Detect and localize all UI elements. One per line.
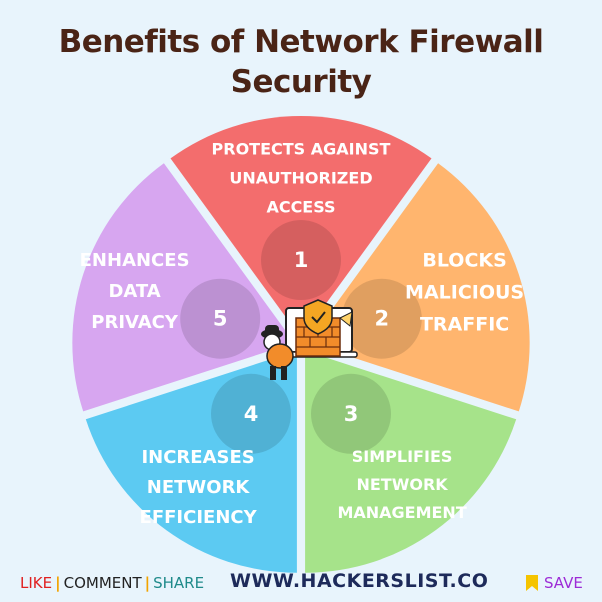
segment-2-label-line: MALICIOUS — [405, 282, 524, 304]
segment-2-label-line: BLOCKS — [422, 250, 506, 272]
segment-number-1: 1 — [294, 248, 309, 272]
segment-4 — [85, 350, 297, 573]
separator: | — [144, 574, 151, 592]
title-line-1: Benefits of Network Firewall — [58, 24, 544, 60]
number-circle-1 — [261, 220, 341, 300]
segment-labels: 1 PROTECTS AGAINST UNAUTHORIZED ACCESS 2 BLOC… — [80, 140, 524, 528]
segment-4-label-line: INCREASES — [141, 447, 254, 468]
segment-number-2: 2 — [374, 307, 389, 331]
segment-5 — [72, 163, 295, 412]
segment-4-label-line: NETWORK — [147, 477, 251, 498]
page-title: Benefits of Network Firewall Security — [0, 22, 602, 102]
number-circles — [180, 220, 422, 454]
title-line-2: Security — [230, 64, 372, 100]
segment-1-label-line: UNAUTHORIZED — [229, 169, 372, 188]
segment-1-label-line: ACCESS — [266, 198, 335, 217]
firewall-hacker-illustration-icon — [261, 299, 358, 380]
segment-1 — [170, 115, 432, 339]
segment-3 — [305, 350, 517, 573]
save-label: SAVE — [544, 574, 583, 592]
number-circle-3 — [311, 373, 391, 454]
segment-number-4: 4 — [244, 402, 259, 426]
segment-2-label-line: TRAFFIC — [420, 314, 509, 336]
segment-3-label-line: MANAGEMENT — [337, 503, 466, 522]
save-button[interactable]: SAVE — [526, 574, 583, 592]
segment-5-label-line: ENHANCES — [80, 250, 190, 271]
segment-3-label-line: NETWORK — [356, 475, 448, 494]
segment-5-label-line: PRIVACY — [91, 312, 179, 333]
separator: | — [55, 574, 61, 592]
segment-number-3: 3 — [344, 402, 359, 426]
segment-1-label-line: PROTECTS AGAINST — [212, 140, 391, 159]
number-circle-5 — [180, 278, 261, 359]
website-link[interactable]: WWW.HACKERSLIST.CO — [230, 570, 489, 592]
segment-2 — [307, 163, 530, 412]
share-button[interactable]: SHARE — [153, 574, 205, 592]
segment-4-label-line: EFFICIENCY — [140, 507, 258, 528]
like-button[interactable]: LIKE — [20, 574, 53, 592]
comment-button[interactable]: COMMENT — [63, 574, 142, 592]
segment-3-label-line: SIMPLIFIES — [352, 447, 453, 466]
bookmark-icon — [526, 575, 538, 591]
number-circle-4 — [211, 373, 291, 454]
social-actions: LIKE | COMMENT | SHARE — [20, 574, 204, 592]
wheel-segments — [72, 115, 530, 573]
number-circle-2 — [341, 278, 422, 359]
segment-5-label-line: DATA — [108, 281, 160, 302]
segment-number-5: 5 — [213, 307, 228, 331]
